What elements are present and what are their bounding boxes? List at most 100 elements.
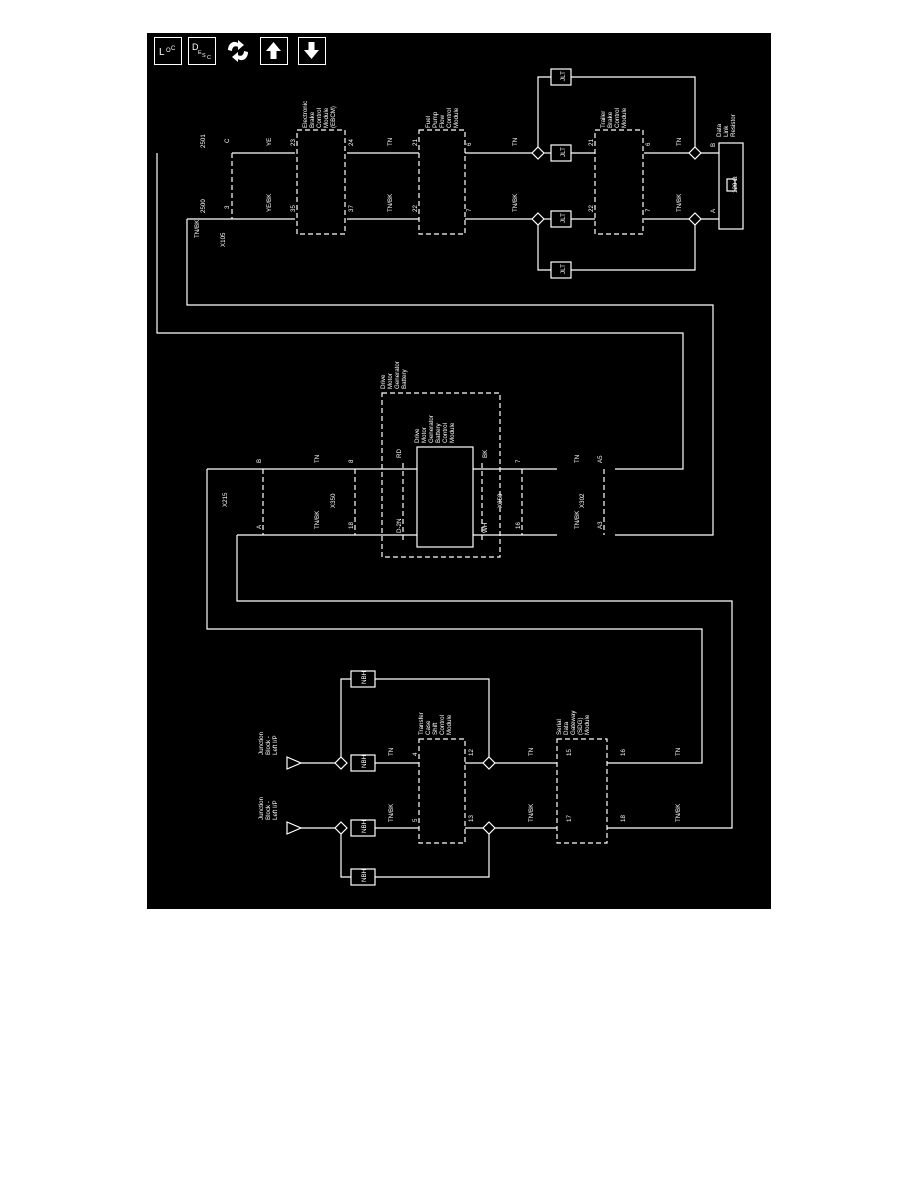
label-pin-7: 7 [466, 208, 473, 212]
label-ye: YE [266, 138, 273, 146]
svg-text:Drive: Drive [414, 428, 421, 443]
jlt-tag-1 [550, 68, 572, 86]
label-pin-a3: A3 [597, 521, 604, 529]
label-nbh-3: NBH [361, 820, 368, 833]
label-pin-b-resistor: B [710, 143, 717, 147]
label-wire-2500-a: 2500 [200, 199, 207, 213]
svg-text:Block -: Block - [265, 736, 272, 755]
label-tnbk-e: TN/BK [314, 510, 321, 529]
label-x215: X215 [222, 492, 229, 507]
svg-text:Module: Module [453, 107, 460, 128]
label-pin-8: 8 [348, 459, 355, 463]
label-pin-22: 22 [412, 205, 419, 212]
label-pin-5: 5 [412, 818, 419, 822]
junction-block-1-title: Junction Block - Left I/P [258, 731, 279, 755]
svg-text:Control: Control [316, 108, 323, 128]
link-arrows-icon [228, 40, 248, 62]
label-tnbk-c: TN/BK [512, 193, 519, 212]
junction-block-arrow-1 [286, 756, 303, 770]
label-tn-f: TN [574, 455, 581, 463]
svg-text:Control: Control [439, 715, 446, 735]
label-d2n: D-2N [396, 519, 403, 533]
svg-text:Block -: Block - [265, 801, 272, 820]
page-down-button[interactable] [298, 37, 326, 65]
label-jlt-2: JLT [560, 147, 567, 157]
wire-tnbk-loop [537, 225, 696, 271]
splice-bottom-tn-2 [482, 756, 496, 770]
wire-bottom-tn-loop [340, 678, 490, 757]
svg-text:Motor: Motor [387, 373, 394, 389]
svg-text:Module: Module [621, 107, 628, 128]
svg-text:Brake: Brake [309, 111, 316, 128]
label-tn-b: TN [387, 138, 394, 146]
label-tnbk-d: TN/BK [676, 193, 683, 212]
location-view-button[interactable]: L O C [154, 37, 182, 65]
svg-text:Trailer: Trailer [600, 111, 607, 128]
label-pin-6: 6 [466, 142, 473, 146]
label-tnbk-a: TN/BK [194, 219, 201, 238]
label-wh: WH [482, 523, 489, 533]
label-pin-17: 17 [566, 815, 573, 822]
label-bk: BK [482, 449, 489, 458]
jlt-tag-3 [550, 210, 572, 228]
sdgm-box [556, 738, 608, 844]
jlt-tag-4 [550, 261, 572, 279]
svg-text:(EBCM): (EBCM) [330, 106, 337, 128]
label-tn-e: TN [314, 455, 321, 463]
splice-tnbk-1 [531, 212, 545, 226]
label-tnbk-i: TN/BK [675, 803, 682, 822]
label-rd: RD [396, 449, 403, 458]
wire-tn-long-run [156, 153, 684, 470]
label-pin-16-sdg: 16 [620, 749, 627, 756]
label-x350-lower: X350 [497, 493, 504, 508]
nbh-tag-2 [350, 754, 376, 772]
svg-text:Case: Case [425, 720, 432, 735]
label-resistor-value: 120 Ω [732, 176, 739, 193]
label-tn-c: TN [512, 138, 519, 146]
battery-outer-title: Drive Motor Generator Battery [380, 361, 408, 389]
arrow-up-icon [266, 42, 281, 59]
splice-tn-1 [531, 146, 545, 160]
svg-text:Fuel: Fuel [425, 116, 432, 128]
splice-bottom-tnbk-1 [334, 821, 348, 835]
loc-letter-c: C [171, 46, 176, 52]
svg-text:Left I/P: Left I/P [272, 800, 279, 820]
description-icon: D E S C [192, 42, 211, 61]
svg-text:Gateway: Gateway [570, 710, 577, 735]
svg-text:Link: Link [723, 125, 730, 137]
desc-letter-c: C [207, 55, 211, 61]
label-pin-3: 3 [224, 205, 231, 209]
svg-text:Junction: Junction [258, 796, 265, 820]
svg-text:Data: Data [563, 721, 570, 735]
label-pin-16: 16 [515, 522, 522, 529]
link-button[interactable] [225, 37, 251, 65]
page-up-button[interactable] [260, 37, 288, 65]
label-nbh-1: NBH [361, 671, 368, 684]
nbh-tag-3 [350, 819, 376, 837]
wire-tnbk-long-run [186, 219, 714, 536]
svg-text:Serial: Serial [556, 719, 563, 735]
svg-text:Brake: Brake [607, 111, 614, 128]
label-pin-24: 24 [348, 139, 355, 146]
loc-letter-o: O [166, 48, 171, 54]
label-pin-37: 37 [348, 205, 355, 212]
nbh-tag-4 [350, 868, 376, 886]
label-tn-i: TN [675, 748, 682, 756]
label-pin-c: C [224, 138, 231, 143]
label-x105: X105 [220, 232, 227, 247]
description-view-button[interactable]: D E S C [188, 37, 216, 65]
splice-bottom-tn-1 [334, 756, 348, 770]
svg-text:Electronic: Electronic [302, 101, 309, 128]
svg-text:Control: Control [614, 108, 621, 128]
label-jlt-4: JLT [560, 264, 567, 274]
label-pin-23: 23 [290, 139, 297, 146]
label-pin-21: 21 [412, 139, 419, 146]
svg-text:Generator: Generator [428, 415, 435, 443]
wire-tn-to-bottom [206, 469, 703, 764]
label-pin-35: 35 [290, 205, 297, 212]
junction-block-arrow-2 [286, 821, 303, 835]
label-jlt-1: JLT [560, 71, 567, 81]
svg-text:(SDG): (SDG) [577, 717, 584, 735]
desc-letter-s: S [202, 53, 206, 59]
label-pin-a5: A5 [597, 455, 604, 463]
